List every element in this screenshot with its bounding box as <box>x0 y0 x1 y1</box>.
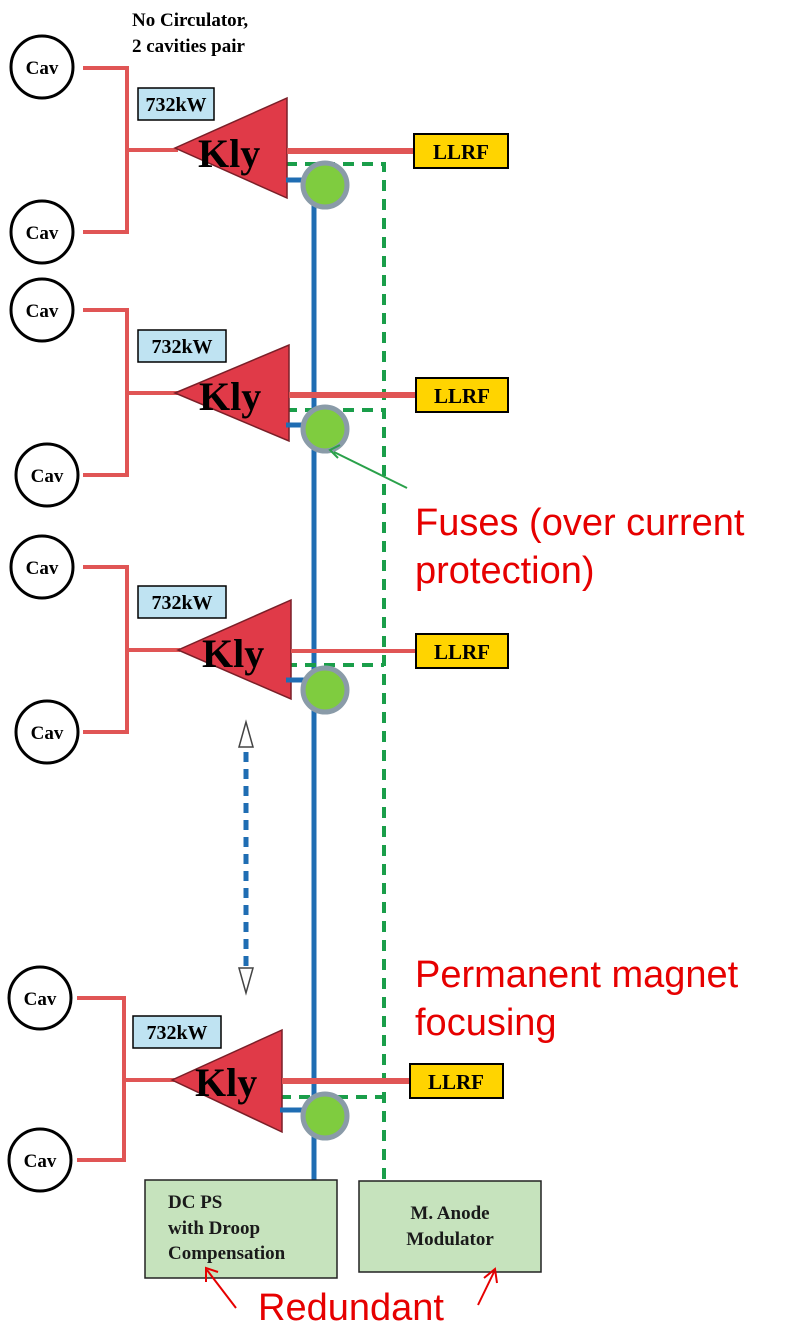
cavity-bottom-1: Cav <box>9 199 75 265</box>
cavity-bottom-3: Cav <box>14 699 80 765</box>
cavity-top-4: Cav <box>7 965 73 1031</box>
header-note-line2: 2 cavities pair <box>132 36 245 57</box>
magnet-annotation-line2: focusing <box>415 1002 557 1044</box>
llrf-box-3: LLRF <box>415 633 509 669</box>
redundant-arrowhead-left-icon <box>205 1266 219 1282</box>
dc-ps-line3: Compensation <box>168 1243 286 1264</box>
arrow-up-icon <box>238 719 254 748</box>
klystron-label-1: Kly <box>198 131 260 176</box>
magnet-annotation-line1: Permanent magnet <box>415 954 739 996</box>
cavity-feed-2 <box>83 308 129 477</box>
svg-text:LLRF: LLRF <box>428 1070 484 1094</box>
klystron-label-4: Kly <box>195 1060 257 1105</box>
svg-text:LLRF: LLRF <box>433 140 489 164</box>
svg-text:Cav: Cav <box>26 223 59 244</box>
llrf-box-4: LLRF <box>409 1063 504 1099</box>
redundant-pointer-left <box>206 1269 237 1309</box>
cavity-top-3: Cav <box>9 534 75 600</box>
klystron-unit-2: Cav Cav 732kW Kly LLRF <box>9 277 509 508</box>
redundant-pointer-right <box>477 1271 495 1306</box>
svg-text:Cav: Cav <box>24 1151 57 1172</box>
svg-text:732kW: 732kW <box>146 1022 207 1044</box>
cavity-bottom-4: Cav <box>7 1127 73 1193</box>
power-label-3: 732kW <box>137 585 227 619</box>
klystron-label-2: Kly <box>199 374 261 419</box>
modulator-line <box>286 162 386 1186</box>
power-label-4: 732kW <box>132 1015 222 1049</box>
anode-mod-line1: M. Anode <box>410 1203 489 1224</box>
power-label-1: 732kW <box>137 87 215 121</box>
redundant-arrowhead-right-icon <box>483 1267 498 1284</box>
header-note-line1: No Circulator, <box>132 10 248 31</box>
svg-text:732kW: 732kW <box>145 94 206 116</box>
svg-text:732kW: 732kW <box>151 592 212 614</box>
cavity-top-1: Cav <box>9 34 75 100</box>
svg-text:732kW: 732kW <box>151 336 212 358</box>
fuses-annotation-line2: protection) <box>415 550 595 592</box>
fuse-2 <box>300 404 350 454</box>
klystron-unit-1: Cav Cav 732kW Kly LLRF <box>9 34 509 265</box>
svg-text:Cav: Cav <box>31 466 64 487</box>
fuse-4 <box>300 1091 350 1141</box>
anode-modulator: M. Anode Modulator <box>358 1180 542 1273</box>
llrf-box-1: LLRF <box>413 133 509 169</box>
cavity-feed-4 <box>77 996 126 1162</box>
redundant-annotation: Redundant <box>258 1287 444 1329</box>
svg-text:LLRF: LLRF <box>434 640 490 664</box>
fuse-3 <box>300 665 350 715</box>
arrow-down-icon <box>238 967 254 996</box>
klystron-unit-3: Cav Cav 732kW Kly LLRF <box>9 534 509 765</box>
cavity-top-2: Cav <box>9 277 75 343</box>
cavity-feed-3 <box>83 565 129 734</box>
svg-text:Cav: Cav <box>26 558 59 579</box>
dc-ps-line2: with Droop <box>168 1218 260 1239</box>
fuse-pointer-line <box>333 451 408 489</box>
llrf-box-2: LLRF <box>415 377 509 413</box>
klystron-unit-4: Cav Cav 732kW Kly LLRF <box>7 965 504 1193</box>
fuse-1 <box>300 160 350 210</box>
fuses-annotation-line1: Fuses (over current <box>415 502 745 544</box>
dc-power-supply: DC PS with Droop Compensation <box>144 1179 338 1279</box>
anode-mod-line2: Modulator <box>406 1229 494 1250</box>
cavity-bottom-2: Cav <box>14 442 80 508</box>
svg-text:Cav: Cav <box>26 58 59 79</box>
svg-text:LLRF: LLRF <box>434 384 490 408</box>
dc-ps-line1: DC PS <box>168 1192 222 1213</box>
continuation-arrow <box>238 719 254 996</box>
fuse-pointer <box>328 444 408 489</box>
klystron-label-3: Kly <box>202 631 264 676</box>
power-label-2: 732kW <box>137 329 227 363</box>
svg-text:Cav: Cav <box>26 301 59 322</box>
fuse-pointer-arrowhead-icon <box>328 444 341 459</box>
svg-text:Cav: Cav <box>31 723 64 744</box>
cavity-feed-1 <box>83 66 129 234</box>
svg-text:Cav: Cav <box>24 989 57 1010</box>
redundant-pointers <box>205 1266 498 1309</box>
